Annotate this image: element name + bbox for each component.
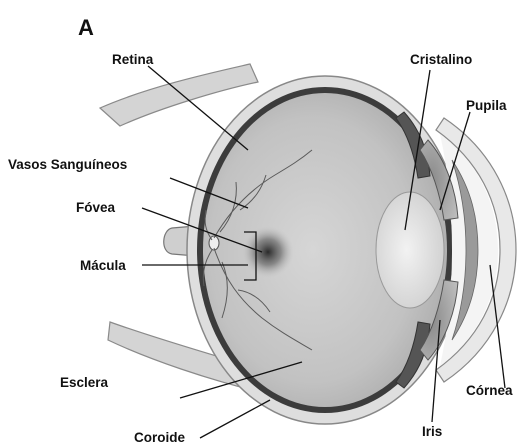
label-macula: Mácula xyxy=(80,258,126,274)
label-esclera: Esclera xyxy=(60,375,108,391)
label-cornea: Córnea xyxy=(466,383,513,399)
fovea-spot xyxy=(242,226,294,278)
label-vasos-sanguineos: Vasos Sanguíneos xyxy=(8,157,127,173)
label-cristalino: Cristalino xyxy=(410,52,472,68)
upper-muscle xyxy=(100,64,258,126)
label-fovea: Fóvea xyxy=(76,200,115,216)
label-coroide: Coroide xyxy=(134,430,185,446)
label-pupila: Pupila xyxy=(466,98,507,114)
label-retina: Retina xyxy=(112,52,153,68)
lens xyxy=(376,192,444,308)
panel-letter: A xyxy=(78,16,94,40)
label-iris: Iris xyxy=(422,424,442,440)
